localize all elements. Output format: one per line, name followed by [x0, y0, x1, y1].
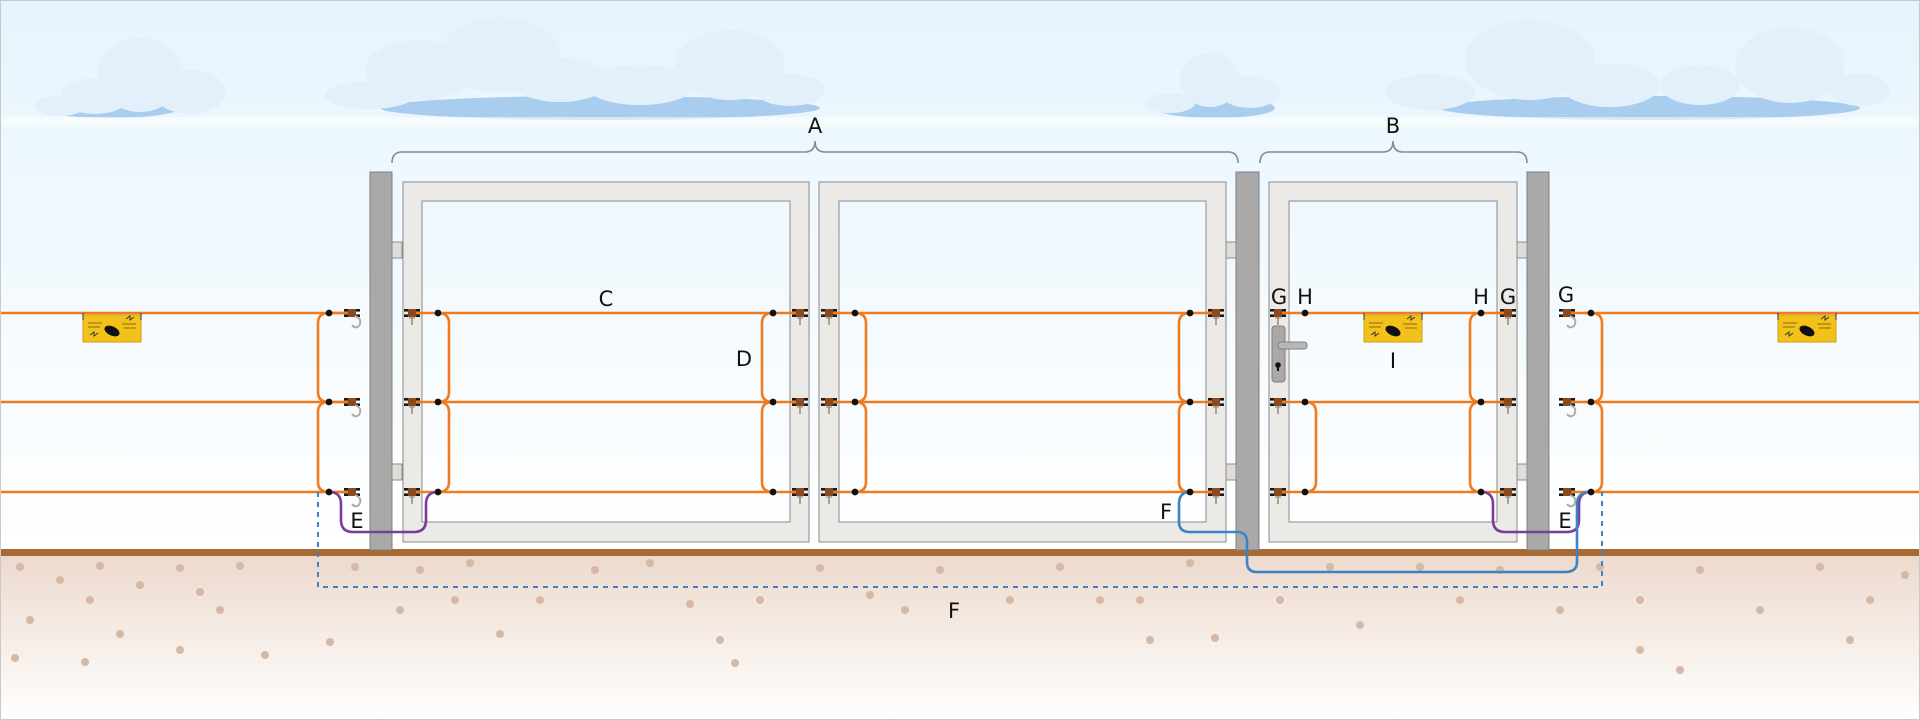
wire-jumpers — [316, 311, 1604, 494]
label-i: I — [1390, 349, 1396, 373]
ground-pebbles — [11, 559, 1909, 674]
label-b: B — [1386, 114, 1400, 138]
jumper-d-top — [760, 311, 774, 404]
label-g-right: G — [1558, 283, 1574, 307]
ground — [0, 552, 1920, 720]
label-e-right: E — [1558, 509, 1571, 533]
clouds — [0, 17, 1920, 127]
gate-frames — [402, 181, 1518, 543]
label-d: D — [736, 347, 752, 371]
label-h-left: H — [1297, 285, 1313, 309]
label-g-left: G — [1271, 285, 1287, 309]
underground-cable-f — [1177, 490, 1592, 574]
label-c: C — [599, 287, 614, 311]
post-middle — [1235, 171, 1260, 551]
gate-leaf-3 — [1268, 181, 1518, 543]
label-e-left: E — [350, 509, 363, 533]
gate-leaf-1 — [402, 181, 810, 543]
posts — [369, 171, 1550, 551]
brace-gate-b — [1259, 140, 1528, 164]
brace-gate-a — [391, 140, 1239, 164]
label-a: A — [808, 114, 823, 138]
fence-wires — [0, 311, 1920, 494]
diagram-labels: A B C D E E F F G H H G G I — [350, 114, 1574, 623]
connection-dots — [325, 309, 1595, 496]
gate-leaf-2 — [818, 181, 1227, 543]
hinges — [391, 241, 1528, 481]
post-right — [1526, 171, 1550, 551]
connection-e — [328, 490, 1592, 534]
label-h-right: H — [1473, 285, 1489, 309]
ground-line — [0, 549, 1920, 556]
door-handle-icon — [1271, 325, 1308, 383]
jumper-d-bottom — [760, 400, 774, 494]
post-left — [369, 171, 393, 551]
label-f-outer: F — [948, 599, 960, 623]
label-g-mid: G — [1500, 285, 1516, 309]
label-f-inner: F — [1160, 500, 1172, 524]
